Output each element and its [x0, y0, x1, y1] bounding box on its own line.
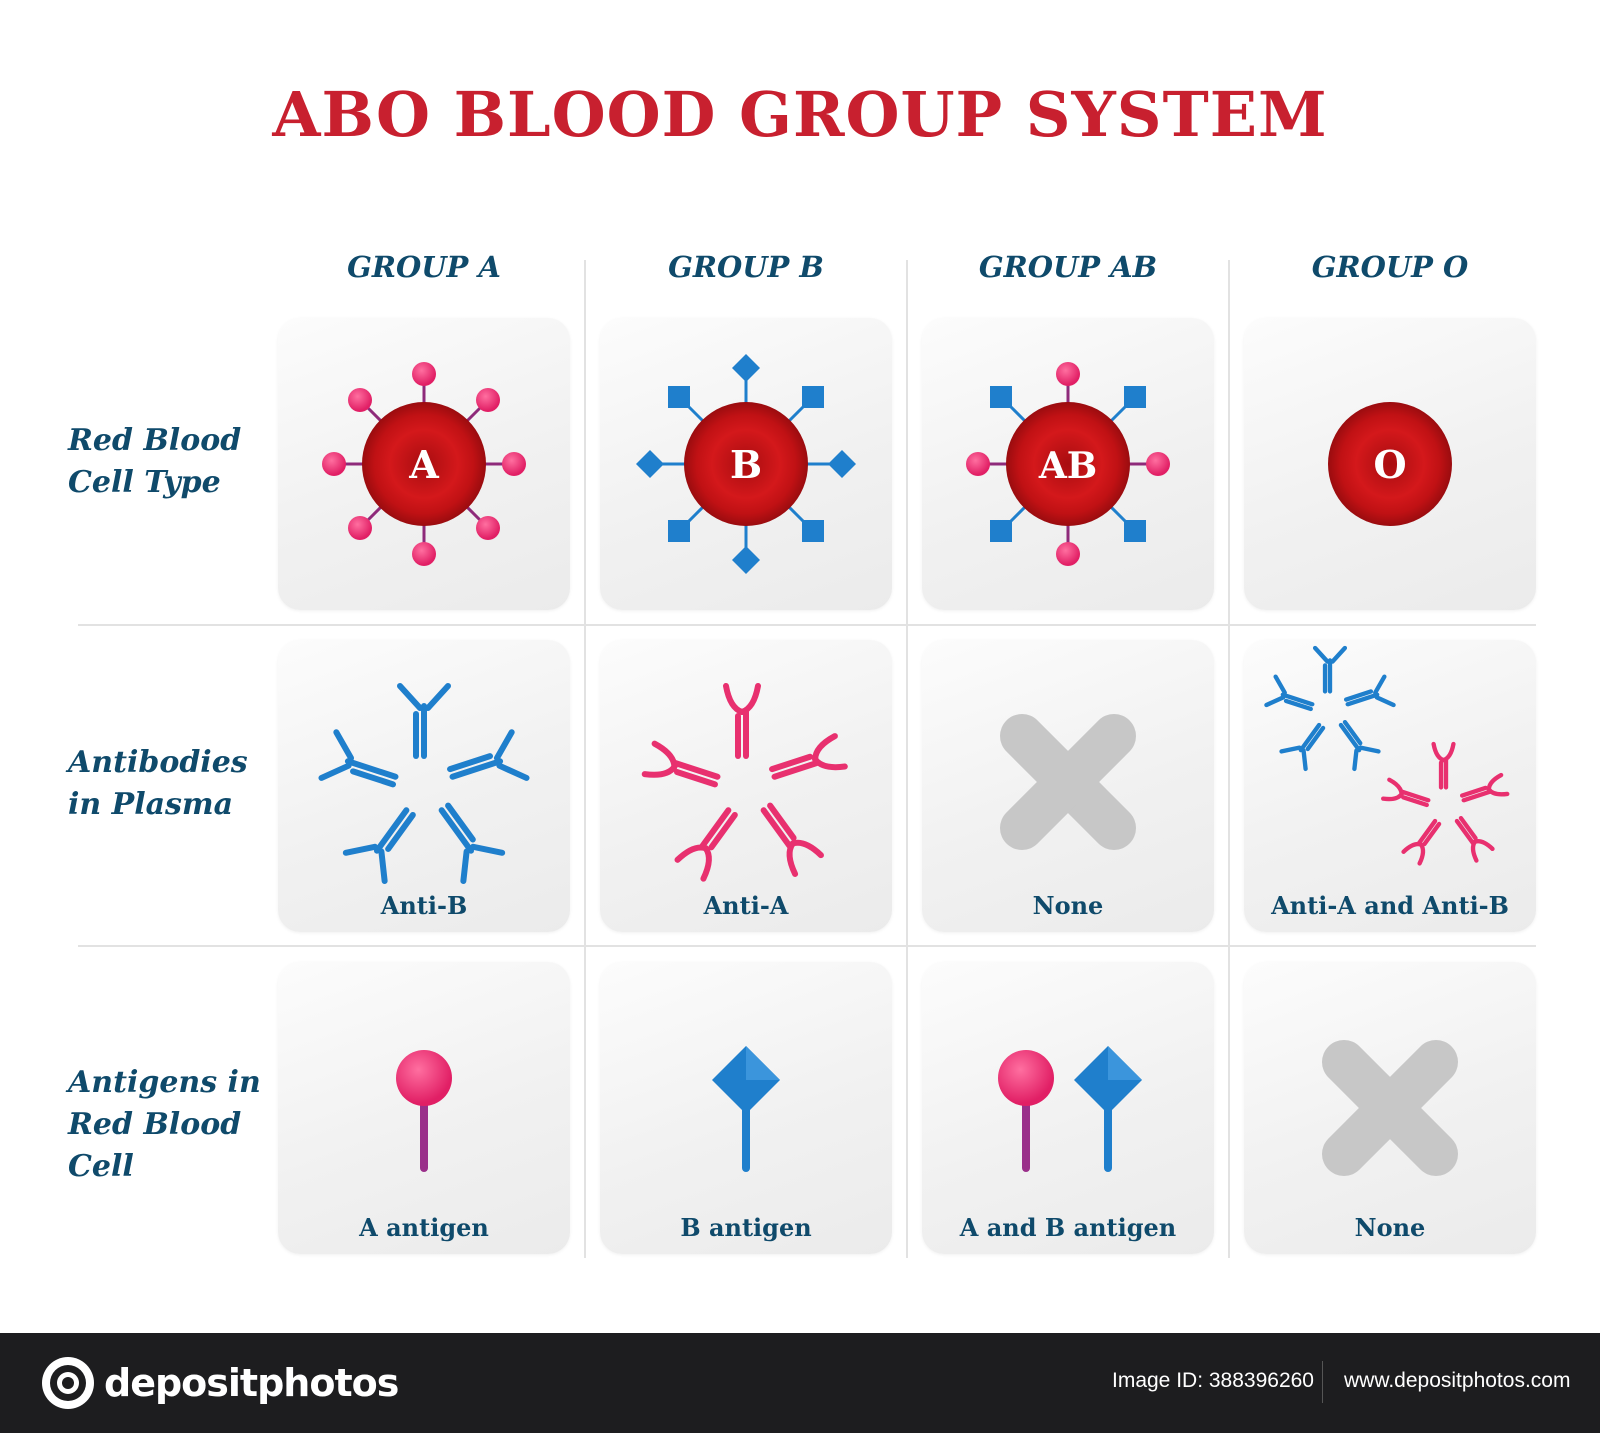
column-heading-group-o: GROUP O: [1311, 250, 1469, 284]
antigen-label: B antigen: [680, 1213, 812, 1242]
rbc-cell-group-a: A: [278, 318, 570, 610]
red-blood-cell-ab-icon: AB: [966, 362, 1170, 566]
footer-divider: [1322, 1361, 1323, 1403]
none-cross-icon: [1322, 1040, 1458, 1176]
antigen-cell-group-a: A antigen: [278, 962, 570, 1254]
rbc-cell-group-b: B: [600, 318, 892, 610]
website-link[interactable]: www.depositphotos.com: [1344, 1369, 1571, 1392]
brand-logo[interactable]: depositphotos: [40, 1355, 399, 1411]
row-heading-rbc-type: Red Blood Cell Type: [68, 423, 242, 500]
row-heading-antigens: Antigens in Red Blood Cell: [68, 1065, 261, 1184]
grid-divider: [1228, 260, 1230, 1258]
red-blood-cell-a-icon: A: [322, 362, 526, 566]
anti-a-antibodies-icon: [641, 683, 848, 882]
grid-divider: [78, 945, 1536, 947]
antigen-label: A and B antigen: [959, 1213, 1177, 1242]
antibody-cell-group-b: Anti-A: [600, 640, 892, 932]
antibody-label: None: [1032, 891, 1104, 920]
antibody-label: Anti-A and Anti-B: [1271, 891, 1509, 920]
antigen-cell-group-b: B antigen: [600, 962, 892, 1254]
anti-a-and-anti-b-antibodies-icon: [1264, 645, 1510, 866]
cell-letter: B: [730, 442, 762, 487]
red-blood-cell-b-icon: B: [636, 354, 856, 574]
column-heading-group-ab: GROUP AB: [978, 250, 1158, 284]
page-title: ABO BLOOD GROUP SYSTEM: [272, 78, 1328, 151]
footer-bar: depositphotos Image ID: 388396260 www.de…: [0, 1333, 1600, 1433]
antibody-cell-group-ab: None: [922, 640, 1214, 932]
a-and-b-antigen-icon: [998, 1046, 1142, 1172]
antibody-cell-group-o: Anti-A and Anti-B: [1244, 640, 1536, 932]
image-id: Image ID: 388396260: [1112, 1369, 1314, 1392]
antigen-label: None: [1354, 1213, 1426, 1242]
brand-name: depositphotos: [104, 1361, 399, 1405]
camera-logo-icon: [42, 1357, 94, 1409]
grid-divider: [584, 260, 586, 1258]
cell-letter: O: [1373, 442, 1406, 487]
antigen-cell-group-o: None: [1244, 962, 1536, 1254]
antibody-cell-group-a: Anti-B: [278, 640, 570, 932]
grid-divider: [906, 260, 908, 1258]
cell-letter: AB: [1038, 445, 1097, 487]
anti-b-antibodies-icon: [318, 683, 530, 885]
antibody-label: Anti-A: [703, 891, 789, 920]
a-antigen-icon: [396, 1050, 452, 1172]
antigen-cell-group-ab: A and B antigen: [922, 962, 1214, 1254]
cell-letter: A: [408, 442, 439, 487]
row-heading-antibodies: Antibodies in Plasma: [68, 745, 248, 822]
b-antigen-icon: [712, 1046, 780, 1172]
column-heading-group-a: GROUP A: [347, 250, 501, 284]
antigen-label: A antigen: [359, 1213, 489, 1242]
red-blood-cell-o-icon: O: [1328, 402, 1452, 526]
rbc-cell-group-ab: AB: [922, 318, 1214, 610]
grid-divider: [78, 624, 1536, 626]
antibody-label: Anti-B: [380, 891, 468, 920]
column-heading-group-b: GROUP B: [668, 250, 824, 284]
none-cross-icon: [1000, 714, 1136, 850]
rbc-cell-group-o: O: [1244, 318, 1536, 610]
